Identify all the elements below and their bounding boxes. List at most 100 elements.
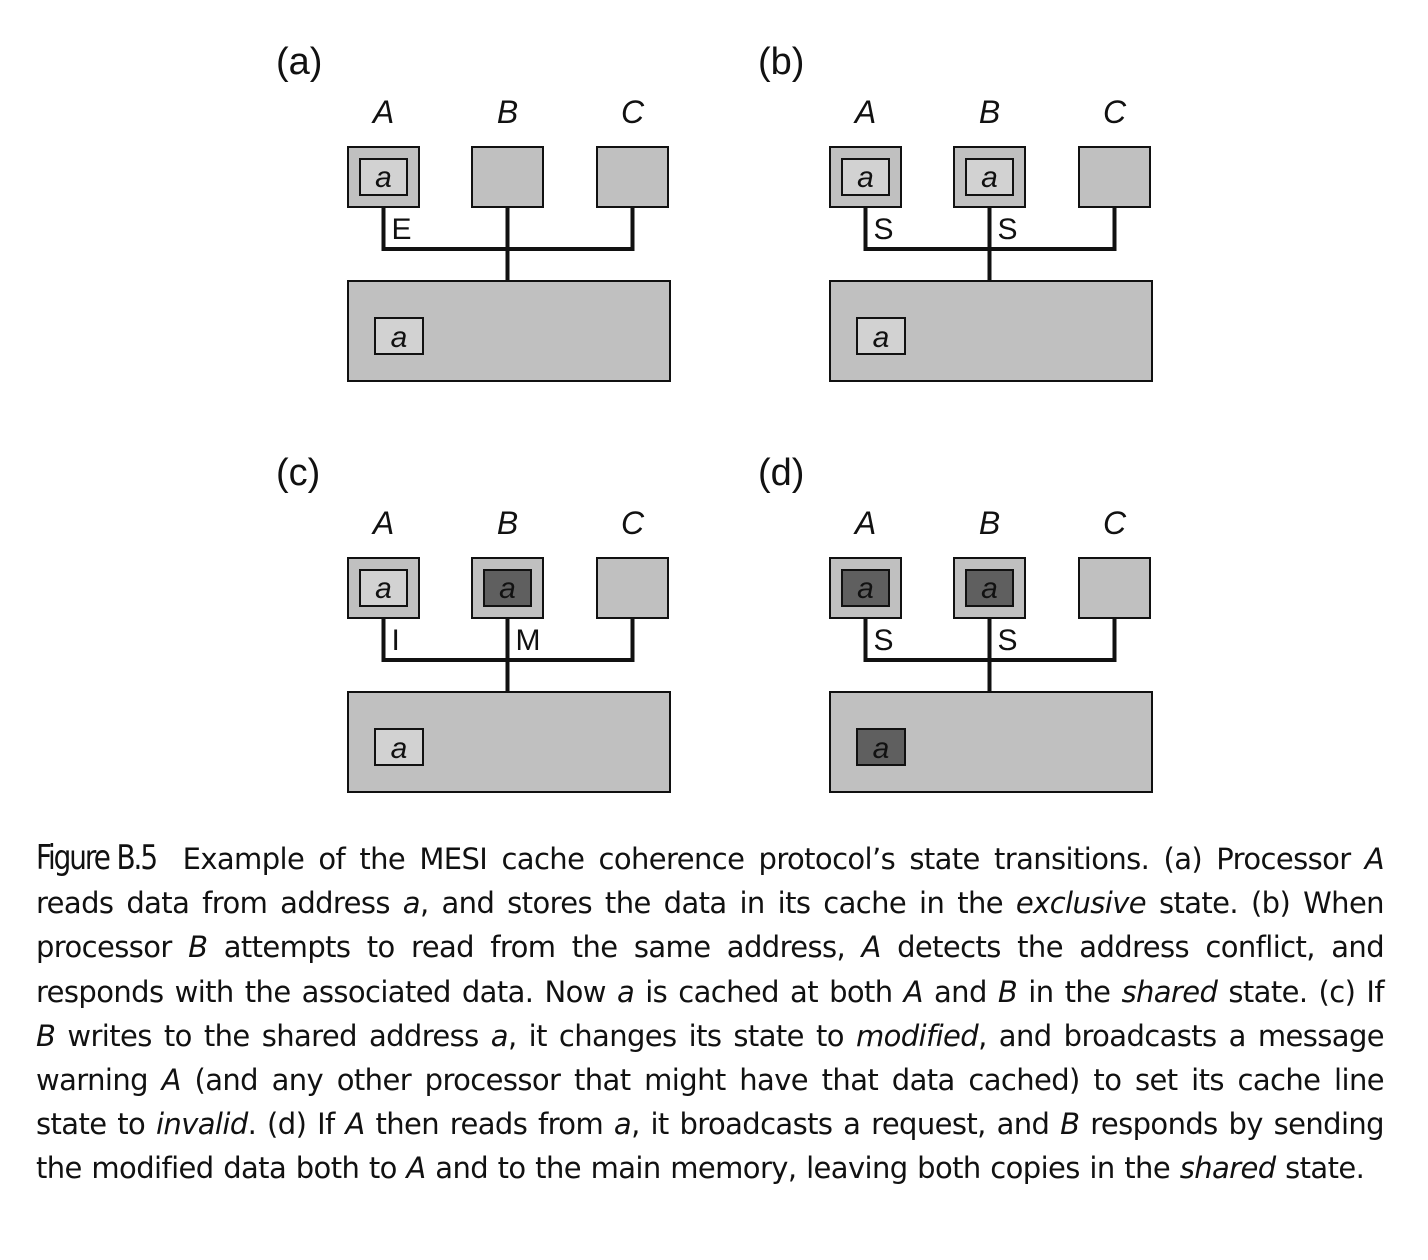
caption-emphasis: modified — [855, 1018, 979, 1053]
main-memory: a — [347, 280, 671, 382]
caption-text: . (d) If — [247, 1107, 346, 1142]
processor-label: C — [621, 94, 645, 130]
cache-a: AaE — [347, 94, 420, 246]
caption-emphasis: a — [402, 886, 421, 921]
caption-text: writes to the shared address — [55, 1018, 491, 1053]
caption-emphasis: A — [161, 1063, 182, 1098]
cache-c: C — [1078, 505, 1151, 619]
cache-line-label: a — [375, 572, 392, 605]
caption-text: and to the main memory, leaving both cop… — [425, 1151, 1180, 1186]
cache-line-modified — [841, 569, 890, 607]
cache-box — [1078, 146, 1151, 208]
cache-box — [471, 146, 544, 208]
caption-emphasis: B — [36, 1018, 56, 1053]
state-label: E — [392, 213, 412, 246]
caption-emphasis: a — [613, 1107, 632, 1142]
state-label: M — [516, 624, 541, 657]
state-label: S — [874, 624, 894, 657]
cache-line-clean — [841, 158, 890, 196]
caption-emphasis: B — [997, 974, 1018, 1009]
cache-line-label: a — [857, 572, 874, 605]
caption-emphasis: A — [903, 974, 924, 1009]
panel-label: (a) — [276, 41, 322, 83]
state-label: S — [998, 624, 1018, 657]
caption-text: (and any other processor that might have… — [36, 1063, 1385, 1142]
caption-text: state. — [1275, 1151, 1365, 1186]
cache-line-modified — [483, 569, 532, 607]
caption-text: detects the address conflict, and respon… — [36, 930, 1385, 1009]
cache-line-label: a — [981, 572, 998, 605]
cache-a: AaS — [829, 94, 902, 246]
cache-line-label: a — [499, 572, 516, 605]
caption-emphasis: A — [345, 1107, 365, 1142]
memory-line-label: a — [873, 321, 890, 354]
caption-text: state. (b) When processor — [36, 886, 1385, 965]
memory-line-clean — [374, 317, 424, 355]
memory-line-label: a — [391, 732, 408, 765]
processor-label: B — [979, 94, 1000, 130]
caption-text: , it changes its state to — [507, 1018, 856, 1053]
processor-label: C — [1103, 505, 1127, 541]
main-memory: a — [347, 691, 671, 793]
figure-id: Figure B.5 — [36, 838, 158, 878]
caption-emphasis: A — [1364, 842, 1385, 876]
caption-text: and — [922, 974, 998, 1009]
cache-box — [596, 557, 669, 619]
memory-line-clean — [374, 728, 424, 766]
cache-b: B — [471, 94, 544, 208]
cache-a: AaS — [829, 505, 902, 657]
memory-line-clean — [856, 317, 906, 355]
state-label: S — [874, 213, 894, 246]
caption-text: reads data from address — [36, 886, 403, 921]
cache-b: BaS — [953, 505, 1026, 657]
memory-line-label: a — [873, 732, 890, 765]
caption-text: , and broadcasts a message warning — [36, 1018, 1385, 1098]
processor-label: A — [853, 505, 876, 541]
cache-a: AaI — [347, 505, 420, 657]
caption-text: Example of the MESI cache coherence prot… — [182, 842, 1365, 876]
caption-emphasis: shared — [1121, 974, 1218, 1009]
cache-b: BaS — [953, 94, 1026, 246]
caption-emphasis: a — [490, 1018, 509, 1053]
caption-emphasis: A — [861, 930, 882, 965]
processor-label: C — [621, 505, 645, 541]
cache-line-clean — [359, 158, 408, 196]
caption-text: responds by sending the modified data bo… — [36, 1107, 1385, 1186]
cache-c: C — [596, 94, 669, 208]
processor-label: A — [371, 94, 394, 130]
caption-emphasis: B — [188, 930, 208, 965]
panel-label: (b) — [758, 41, 804, 83]
processor-label: A — [853, 94, 876, 130]
caption-body: Example of the MESI cache coherence prot… — [36, 842, 1385, 1186]
cache-box — [596, 146, 669, 208]
caption-emphasis: a — [616, 974, 635, 1009]
caption-text: is cached at both — [634, 974, 904, 1009]
processor-label: B — [497, 505, 518, 541]
cache-line-label: a — [857, 161, 874, 194]
caption-text: in the — [1017, 974, 1122, 1009]
memory-line-modified — [856, 728, 906, 766]
caption-text: then reads from — [364, 1107, 614, 1142]
panel-label: (c) — [276, 452, 320, 494]
cache-line-label: a — [375, 161, 392, 194]
panel-label: (d) — [758, 452, 804, 494]
cache-line-clean — [359, 569, 408, 607]
caption-emphasis: exclusive — [1015, 886, 1147, 921]
processor-label: B — [497, 94, 518, 130]
caption-emphasis: A — [406, 1151, 426, 1186]
caption-emphasis: shared — [1179, 1151, 1276, 1186]
state-label: I — [392, 624, 400, 657]
figure-caption: Figure B.5 Example of the MESI cache coh… — [36, 836, 1385, 1191]
caption-text: attempts to read from the same address, — [207, 930, 862, 965]
caption-text: state. (c) If — [1217, 974, 1384, 1009]
cache-line-modified — [965, 569, 1014, 607]
main-memory: a — [829, 691, 1153, 793]
cache-line-label: a — [981, 161, 998, 194]
caption-emphasis: invalid — [155, 1107, 248, 1142]
cache-c: C — [1078, 94, 1151, 208]
